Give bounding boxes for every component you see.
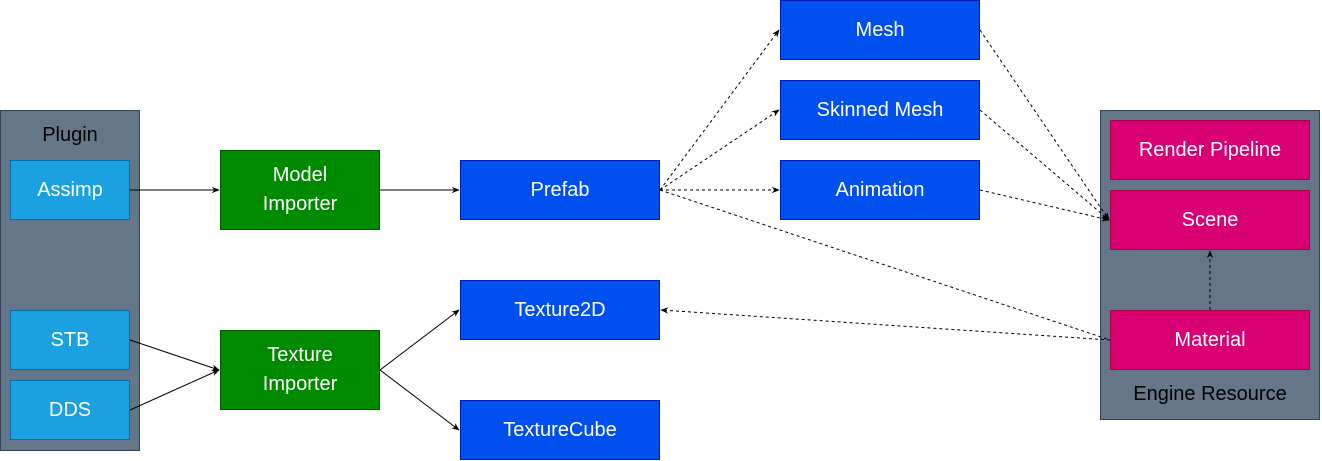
- engine-resource-group-label: Engine Resource: [1133, 383, 1287, 405]
- node-assimp[interactable]: Assimp: [10, 160, 130, 220]
- node-skinned-mesh[interactable]: Skinned Mesh: [780, 80, 980, 140]
- node-texturecube[interactable]: TextureCube: [460, 400, 660, 460]
- node-render-pipeline[interactable]: Render Pipeline: [1110, 120, 1310, 180]
- edge-material-texture2d: [660, 307, 1111, 341]
- edge-prefab-mesh: [659, 29, 780, 191]
- edge-skinned-mesh-scene: [979, 109, 1110, 221]
- edge-texture-importer-texturecube: [379, 369, 460, 431]
- node-mesh[interactable]: Mesh: [780, 0, 980, 60]
- edge-texture-importer-texture2d: [379, 309, 460, 371]
- edge-prefab-skinned-mesh: [659, 109, 780, 191]
- node-texture-importer[interactable]: Texture Importer: [220, 330, 380, 410]
- edge-dds-texture-importer: [129, 369, 220, 411]
- node-stb[interactable]: STB: [10, 310, 130, 370]
- node-texture2d[interactable]: Texture2D: [460, 280, 660, 340]
- node-animation[interactable]: Animation: [780, 160, 980, 220]
- plugin-group-label: Plugin: [42, 124, 98, 146]
- edge-animation-scene: [979, 189, 1110, 222]
- edge-mesh-scene: [979, 29, 1110, 221]
- node-dds[interactable]: DDS: [10, 380, 130, 440]
- node-scene[interactable]: Scene: [1110, 190, 1310, 250]
- node-material[interactable]: Material: [1110, 310, 1310, 370]
- edge-stb-texture-importer: [129, 339, 220, 371]
- node-prefab[interactable]: Prefab: [460, 160, 660, 220]
- node-model-importer[interactable]: Model Importer: [220, 150, 380, 230]
